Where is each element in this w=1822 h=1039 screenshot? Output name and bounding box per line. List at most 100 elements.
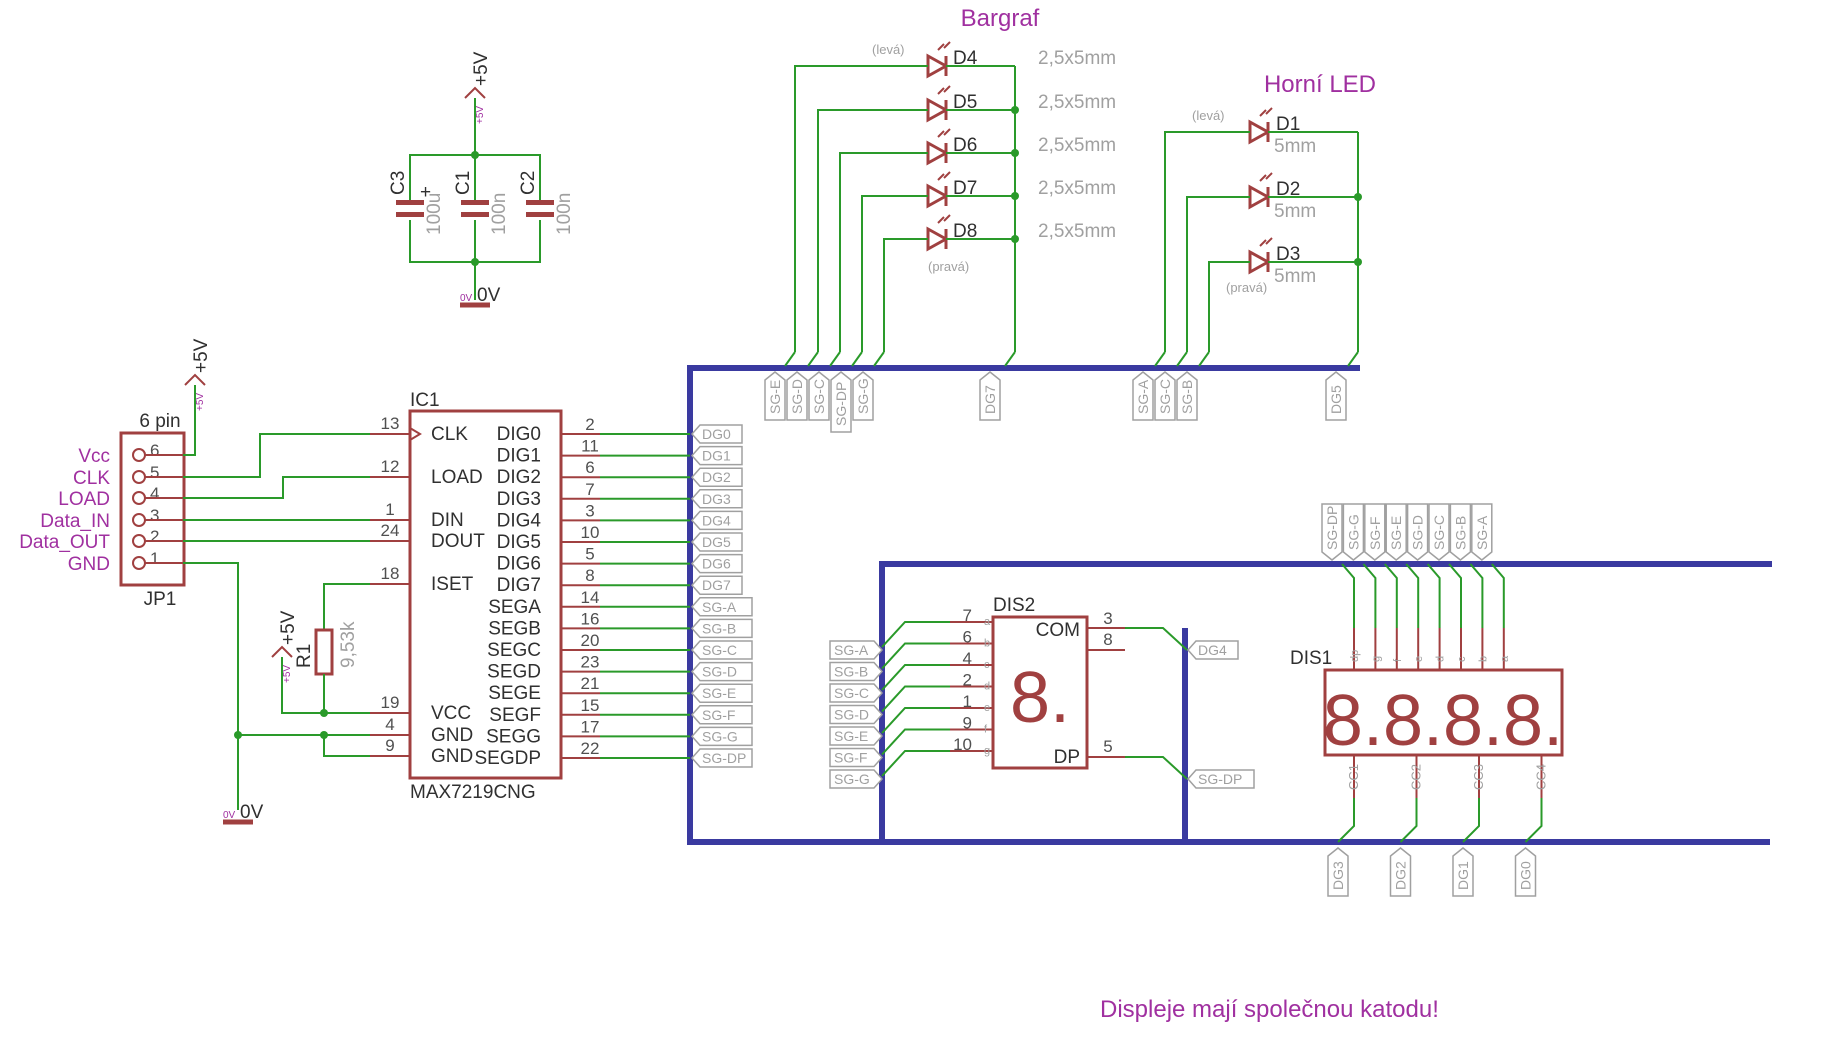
dis1-pin-name: CC2 [1409,764,1424,790]
net-label-text: SG-DP [1198,771,1242,787]
ic-pin-number: 6 [585,458,594,477]
net-label-sg-c: SG-C [1154,371,1176,421]
led-name: D8 [953,221,977,242]
net-label-text: SG-E [767,380,783,414]
ic-pin-name: SEGDP [474,748,541,769]
net-label-sg-e: SG-E [690,683,753,703]
ic-pin-name: SEGB [488,618,541,639]
ic-vcc-symbol: +5V+5V [271,610,299,683]
led-name: D7 [953,178,977,199]
ic-pin-number: 24 [381,521,400,540]
ic-pin-name: LOAD [431,467,483,488]
net-label-text: DG5 [1328,385,1344,414]
ic-pin-number: 19 [381,693,400,712]
net-label-dg2: DG2 [1389,847,1412,897]
net-label-dg6: DG6 [690,553,743,574]
dis2-pin-number: 8 [1103,630,1112,649]
net-label-text: SG-DP [1324,506,1340,550]
led-size: 5mm [1274,136,1316,157]
junction-dot [471,151,479,159]
net-label-sg-e: SG-E [764,371,786,421]
net-label-sg-c: SG-C [829,683,884,703]
net-label-text: DG7 [702,577,731,593]
net-label-sg-e: SG-E [1385,503,1407,561]
net-label-text: SG-D [702,664,737,680]
net-label-text: SG-G [834,771,870,787]
dis2-pin-number: 5 [1103,737,1112,756]
dis2-pin-number: 1 [963,692,972,711]
led-note: (levá) [1192,108,1225,123]
cap-vcc-symbol: +5V+5V [464,51,492,124]
junction-dot [471,258,479,266]
resistor-name: R1 [294,644,315,668]
connector-pin-label: GND [68,554,110,575]
dis2-pin-number: 7 [963,606,972,625]
net-label-sg-dp: SG-DP [1186,769,1255,789]
ic-pin-name: SEGC [487,640,541,661]
ic-pin-name: DIG1 [497,446,541,467]
net-label-dg0: DG0 [1514,847,1537,897]
dis1-pin-name: a [1499,655,1511,662]
ic-pin-name: SEGA [488,597,541,618]
net-label-text: SG-D [834,707,869,723]
net-label-sg-b: SG-B [690,618,753,639]
capacitor-value: 100n [554,193,575,235]
capacitor-name: C1 [453,171,474,195]
net-label-text: SG-G [1345,514,1361,550]
net-label-sg-dp: SG-DP [830,371,852,433]
net-label-text: SG-C [811,379,827,414]
net-label-sg-f: SG-F [690,705,753,725]
net-label-dg3: DG3 [1327,847,1349,897]
net-label-sg-g: SG-G [829,769,884,789]
dis1-pin-name: b [1477,656,1489,662]
plus5v-label: +5V [471,51,492,86]
dis1-pin-name: CC1 [1346,764,1361,790]
net-label-dg1: DG1 [1452,847,1474,897]
ic-pin-name: DIG3 [497,489,541,510]
net-label-sg-dp: SG-DP [690,748,753,768]
dis1-pin-name: dp [1349,650,1361,662]
dis2-pin-seg: e [984,702,990,714]
net-label-text: DG5 [702,534,731,550]
net-label-dg3: DG3 [690,489,743,509]
net-label-sg-c: SG-C [808,371,830,421]
connector-name: JP1 [144,589,177,610]
net-label-sg-a: SG-A [829,640,884,660]
net-label-sg-f: SG-F [1364,503,1386,561]
net-label-sg-d: SG-D [786,371,808,421]
ic-pin-name: SEGF [489,705,541,726]
resistor-value: 9,53k [338,621,359,668]
net-label-sg-g: SG-G [1342,503,1365,561]
led-name: D1 [1276,114,1300,135]
net-label-dg2: DG2 [690,467,743,487]
dis1-pin-name: e [1413,656,1425,662]
ic-pin-number: 12 [381,457,400,476]
ic-pin-number: 14 [581,588,600,607]
net-label-sg-a: SG-A [1132,371,1154,421]
led-size: 5mm [1274,266,1316,287]
ic-pin-name: GND [431,746,473,767]
cathode-note: Displeje mají společnou katodu! [1100,996,1439,1023]
connector-pin-number: 6 [150,441,159,460]
ic-pin-number: 15 [581,696,600,715]
zero-v-label: 0V [477,285,501,306]
ic-pin-number: 5 [585,545,594,564]
ic-pin-name: SEGD [487,662,541,683]
net-label-text: SG-C [1431,515,1447,550]
dis2-pin-seg: d [984,681,990,693]
capacitor-value: 100u [424,193,445,235]
net-label-text: SG-B [1452,516,1468,550]
ic-pin-number: 3 [585,501,594,520]
net-label-sg-a: SG-A [1471,503,1493,561]
connector-jp1: 6 pinJP16Vcc5CLK4LOAD3Data_IN2Data_OUT1G… [19,411,186,610]
led-size: 2,5x5mm [1038,92,1116,113]
net-label-text: SG-DP [833,382,849,426]
net-label-text: DG7 [982,385,998,414]
